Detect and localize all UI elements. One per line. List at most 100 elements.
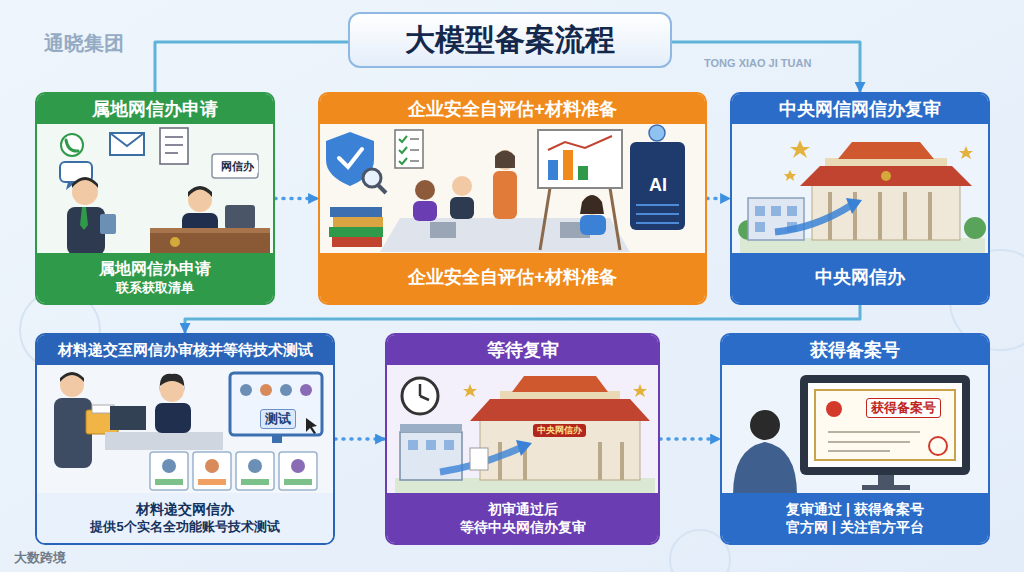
- self-assessment-scene: [410, 138, 419, 140]
- central-review-scene: [755, 206, 765, 216]
- step-caption-band: 初审通过后等待中央网信办复审: [387, 493, 658, 543]
- self-assessment-scene: [399, 136, 407, 142]
- central-review-scene: [800, 166, 972, 186]
- step-caption: 企业安全自评估+材料准备: [320, 266, 705, 289]
- self-assessment-scene: [363, 169, 381, 187]
- apply-scene: [165, 152, 178, 154]
- self-assessment-scene: [649, 125, 665, 141]
- waiting-scene: [500, 391, 620, 399]
- flow-arrow: [275, 197, 318, 201]
- central-review-scene: [738, 140, 986, 255]
- step-caption: 中央网信办: [732, 266, 988, 289]
- self-assessment-scene: [493, 171, 517, 219]
- self-assessment-scene: [538, 130, 622, 188]
- central-review-scene: [928, 192, 932, 240]
- certificate-tag: 获得备案号: [866, 398, 941, 418]
- waiting-scene: [470, 399, 650, 421]
- waiting-scene: [633, 384, 647, 397]
- waiting-scene: [463, 384, 477, 397]
- certificate-scene: [878, 475, 894, 485]
- apply-scene: [80, 207, 88, 230]
- decor-circles: [20, 250, 1024, 572]
- server-tag: AI: [645, 174, 671, 198]
- central-review-scene: [825, 158, 947, 166]
- self-assessment-scene: [610, 188, 620, 250]
- waiting-scene: [498, 442, 502, 480]
- certificate-scene: [828, 431, 920, 433]
- step-caption: 复审通过 | 获得备案号: [722, 500, 988, 518]
- certificate-scene: [733, 442, 797, 495]
- watermark: TONG XIAO JI TUAN: [700, 56, 815, 71]
- self-assessment-scene: [630, 142, 685, 230]
- panel-grounds: [35, 92, 275, 305]
- submit-scene: [155, 479, 183, 485]
- step-caption-band: 中央网信办: [732, 253, 988, 303]
- panel-grounds: [35, 333, 335, 545]
- apply-scene: [150, 228, 270, 255]
- brand-mark: 大数跨境: [10, 549, 70, 567]
- step-caption: 提供5个实名全功能账号技术测试: [37, 519, 333, 536]
- apply-scene: [188, 186, 212, 197]
- central-review-scene: [903, 192, 907, 240]
- waiting-scene: [480, 420, 640, 480]
- self-assessment-scene: [540, 188, 550, 250]
- submit-scene: [60, 372, 84, 382]
- step-caption-band: 材料递交网信办提供5个实名全功能账号技术测试: [37, 493, 333, 543]
- self-assessment-scene: [636, 213, 679, 215]
- waiting-scene: [426, 440, 436, 450]
- certificate-scene: [862, 485, 910, 490]
- self-assessment-scene: [580, 195, 604, 214]
- submit-scene: [230, 373, 322, 435]
- apply-scene: [110, 133, 144, 155]
- central-review-scene: [787, 206, 797, 216]
- central-review-scene: [881, 171, 891, 181]
- apply-scene: [110, 133, 144, 146]
- self-assessment-scene: [413, 201, 437, 221]
- step-caption-band: 企业安全自评估+材料准备: [320, 253, 705, 303]
- step-panel: 属地网信办申请属地网信办申请联系获取清单: [35, 92, 275, 305]
- self-assessment-scene: [410, 160, 419, 162]
- submit-scene: [60, 373, 84, 397]
- step-heading: 等待复审: [387, 335, 658, 365]
- submit-scene: [248, 459, 262, 473]
- self-assessment-scene: [339, 149, 362, 167]
- submit-scene: [236, 452, 274, 490]
- step-caption: 官方网 | 关注官方平台: [722, 518, 988, 536]
- self-assessment-scene: [430, 222, 456, 238]
- waiting-scene: [598, 442, 602, 480]
- submit-scene: [284, 479, 312, 485]
- self-assessment-scene: [450, 197, 474, 219]
- panel-grounds: [35, 92, 990, 545]
- self-assessment-scene: [378, 185, 386, 193]
- self-assessment-scene: [415, 180, 435, 200]
- submit-scene: [198, 479, 226, 485]
- flow-arrow: [335, 437, 385, 441]
- submit-scene: [280, 384, 292, 396]
- waiting-scene: [420, 396, 429, 400]
- self-assessment-scene: [399, 158, 407, 164]
- apply-scene: [72, 177, 98, 188]
- apply-scene: [61, 134, 83, 156]
- self-assessment-scene: [548, 136, 612, 150]
- central-review-scene: [771, 206, 781, 216]
- waiting-scene: [512, 376, 608, 392]
- waiting-scene: [419, 384, 422, 396]
- submit-scene: [150, 452, 188, 490]
- apply-scene: [225, 205, 255, 229]
- self-assessment-scene: [580, 215, 606, 235]
- submit-scene: [160, 374, 185, 392]
- title-banner: 大模型备案流程: [348, 12, 672, 68]
- submit-scene: [110, 406, 146, 430]
- central-review-scene: [784, 170, 796, 181]
- step-caption-band: 属地网信办申请联系获取清单: [37, 253, 273, 303]
- submit-scene: [54, 372, 322, 490]
- step-panel: 中央网信网信办复审中央网信办: [730, 92, 990, 305]
- self-assessment-scene: [636, 222, 679, 224]
- central-review-scene: [878, 192, 882, 240]
- waiting-scene: [408, 440, 418, 450]
- submit-scene: [205, 459, 219, 473]
- step-panel: 等待复审初审通过后等待中央网信办复审: [385, 333, 660, 545]
- step-heading: 获得备案号: [722, 335, 988, 365]
- step-caption: 联系获取清单: [37, 280, 273, 297]
